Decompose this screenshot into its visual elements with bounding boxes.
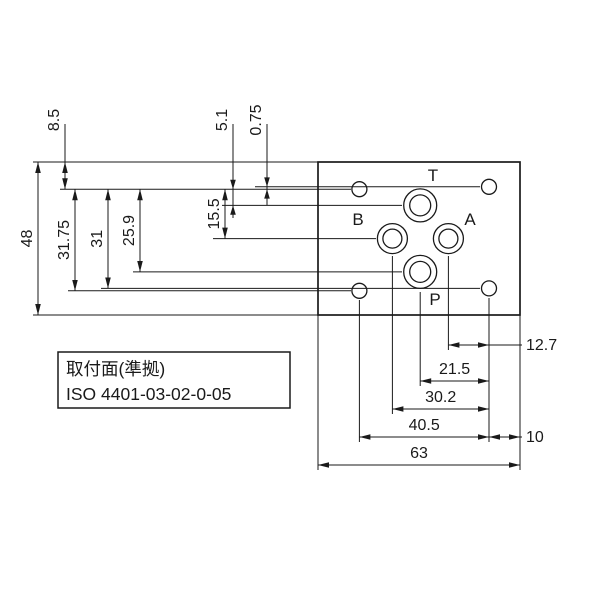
dimension-hole-row-stagger: 0.75 [248,104,270,205]
dimension-ports-pt-to-right-holes: 21.5 [420,361,489,384]
dimension-hole-span-vertical: 31.75 [56,189,78,291]
vertical-dimensions: 48 31.75 31 25.9 15.5 8.5 5.1 [19,104,270,315]
dimension-label-ports-ab-offset: 15.5 [206,198,223,229]
dimension-port-b-to-right-holes: 30.2 [392,389,489,412]
dimension-label-hole-span-vertical-alt: 31 [89,230,106,248]
dimension-right-holes-to-edge: 10 [489,429,544,446]
arrowhead [230,205,236,215]
port-p-label: P [429,290,440,309]
mounting-surface-label: 取付面(準拠) [66,359,165,379]
dimension-ports-ab-offset: 15.5 [206,189,228,239]
arrowhead [264,189,270,199]
dimension-label-port-a-to-right-holes: 12.7 [526,337,557,354]
dimension-label-overall-height: 48 [19,230,36,248]
mounting-hole-top-left [351,181,368,198]
dimension-label-hole-span-horizontal: 40.5 [409,417,440,434]
dimension-overall-width: 63 [318,445,520,468]
label-box-border [57,351,291,409]
port-t-inner-circle [409,194,432,217]
arrowhead [264,177,270,187]
dimension-hole-span-horizontal: 40.5 [359,417,489,440]
mounting-hole-top-right [480,178,498,195]
port-a-inner-circle [438,228,459,249]
dimension-label-hole-row-stagger: 0.75 [248,104,265,135]
dimension-label-port-p-offset: 25.9 [121,215,138,246]
dimension-port-t-offset: 5.1 [214,109,236,218]
port-b-label: B [352,210,363,229]
dimension-hole-span-vertical-alt: 31 [89,189,111,289]
arrowhead [230,179,236,190]
iso-standard-label: ISO 4401-03-02-0-05 [66,384,231,404]
valve-plate: T B A P [317,161,521,316]
dimension-label-port-t-offset: 5.1 [214,109,231,131]
iso-label-box: 取付面(準拠) ISO 4401-03-02-0-05 [57,351,291,409]
dimension-port-p-offset: 25.9 [121,189,143,272]
mounting-hole-bottom-right [480,280,498,297]
dimension-overall-height: 48 [19,162,41,315]
dimension-top-edge-to-holes: 8.5 [46,109,68,190]
mounting-hole-bottom-left [351,282,368,299]
horizontal-dimensions: 12.7 21.5 30.2 40.5 10 63 [318,337,557,468]
dimension-port-a-to-right-holes: 12.7 [448,337,557,354]
dimension-label-overall-width: 63 [410,445,428,462]
port-t-label: T [428,166,438,185]
port-p-inner-circle [409,260,432,284]
port-a-label: A [464,210,476,229]
dimension-label-hole-span-vertical: 31.75 [56,220,73,260]
dimension-label-ports-pt-to-right-holes: 21.5 [439,361,470,378]
dimension-label-top-edge-to-holes: 8.5 [46,109,63,131]
dimension-label-port-b-to-right-holes: 30.2 [425,389,456,406]
port-b-inner-circle [382,228,403,249]
dimension-label-right-holes-to-edge: 10 [526,429,544,446]
